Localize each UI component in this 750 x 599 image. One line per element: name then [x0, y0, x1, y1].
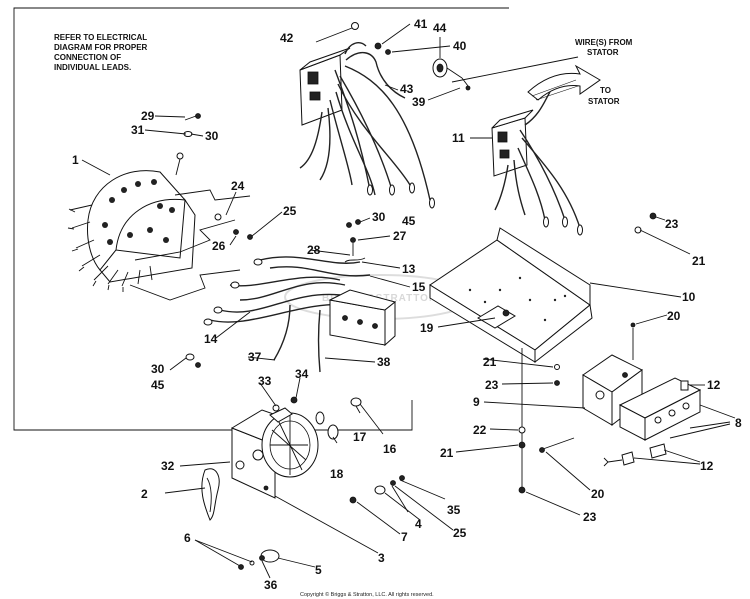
wires-from-stator-note: WIRE(S) FROM STATOR: [575, 38, 633, 57]
callout-12-a: 12: [707, 378, 721, 392]
callout-2: 2: [141, 487, 148, 501]
callout-10: 10: [682, 290, 696, 304]
washer-31-30: [175, 131, 193, 176]
hardware-24-28: [214, 213, 366, 263]
hardware-39-44: [351, 22, 471, 91]
callout-12-b: 12: [700, 459, 714, 473]
callout-21-a: 21: [692, 254, 706, 268]
callout-9: 9: [473, 395, 480, 409]
callout-25-a: 25: [283, 204, 297, 218]
callout-7: 7: [401, 530, 408, 544]
callout-37: 37: [248, 350, 262, 364]
callout-21-c: 21: [440, 446, 454, 460]
callout-40: 40: [453, 39, 467, 53]
wires-note-line-2: STATOR: [587, 48, 619, 57]
inset-frame: [13, 7, 509, 431]
callout-30-c: 30: [151, 362, 165, 376]
hardware-lower: [238, 396, 409, 570]
callout-8: 8: [735, 416, 742, 430]
wires-note-line-1: WIRE(S) FROM: [575, 38, 633, 47]
callout-16: 16: [383, 442, 397, 456]
callout-20-b: 20: [591, 487, 605, 501]
note-line-4: INDIVIDUAL LEADS.: [54, 63, 131, 72]
electrical-note: REFER TO ELECTRICAL DIAGRAM FOR PROPER C…: [54, 33, 148, 72]
to-stator-line-1: TO: [600, 86, 611, 95]
terminal-block-part: [328, 289, 397, 347]
callout-41: 41: [414, 17, 428, 31]
callout-4: 4: [415, 517, 422, 531]
callout-35: 35: [447, 503, 461, 517]
washers-30-45: [185, 353, 201, 368]
leader-lines: [81, 23, 736, 579]
callout-44: 44: [433, 21, 447, 35]
callout-39: 39: [412, 95, 426, 109]
callout-30-b: 30: [372, 210, 386, 224]
callout-42: 42: [280, 31, 294, 45]
mounting-plate-part: [429, 227, 593, 364]
fuse-holder-part: [603, 443, 667, 467]
callout-23-b: 23: [485, 378, 499, 392]
callout-3: 3: [378, 551, 385, 565]
callout-24: 24: [231, 179, 245, 193]
callout-31: 31: [131, 123, 145, 137]
callout-45-a: 45: [402, 214, 416, 228]
callout-28: 28: [307, 243, 321, 257]
callout-29: 29: [141, 109, 155, 123]
callout-17: 17: [353, 430, 367, 444]
callout-18: 18: [330, 467, 344, 481]
callout-27: 27: [393, 229, 407, 243]
callout-33: 33: [258, 374, 272, 388]
callout-45-b: 45: [151, 378, 165, 392]
hardware-right: [518, 212, 657, 494]
callout-26: 26: [212, 239, 226, 253]
to-stator-line-2: STATOR: [588, 97, 620, 106]
callout-30-a: 30: [205, 129, 219, 143]
note-line-1: REFER TO ELECTRICAL: [54, 33, 147, 42]
callout-15: 15: [412, 280, 426, 294]
receptacle-plate-part: [618, 377, 702, 441]
callout-34: 34: [295, 367, 309, 381]
note-line-2: DIAGRAM FOR PROPER: [54, 43, 148, 52]
callout-1: 1: [72, 153, 79, 167]
callout-21-b: 21: [483, 355, 497, 369]
callout-13: 13: [402, 262, 416, 276]
callout-5: 5: [315, 563, 322, 577]
callout-23-c: 23: [583, 510, 597, 524]
callout-11: 11: [452, 131, 465, 145]
screw-29: [184, 113, 201, 121]
control-housing-part: [230, 407, 319, 499]
callout-43: 43: [400, 82, 414, 96]
to-stator-note: TO STATOR: [588, 86, 620, 106]
voltage-regulator-upper: [299, 42, 435, 209]
callout-14: 14: [204, 332, 218, 346]
callout-23-a: 23: [665, 217, 679, 231]
callout-32: 32: [161, 459, 175, 473]
switch-part: [201, 468, 220, 521]
callout-36: 36: [264, 578, 278, 592]
callout-20-a: 20: [667, 309, 681, 323]
callout-19: 19: [420, 321, 434, 335]
callout-22: 22: [473, 423, 487, 437]
copyright-text: Copyright © Briggs & Stratton, LLC. All …: [300, 591, 434, 598]
callout-numbers: 1 2 3 4 5 6 7 8 9 10 11 12 12 13 14 15 1…: [72, 17, 742, 592]
note-line-3: CONNECTION OF: [54, 53, 121, 62]
voltage-regulator-right: [491, 91, 583, 236]
callout-6: 6: [184, 531, 191, 545]
callout-25-b: 25: [453, 526, 467, 540]
callout-38: 38: [377, 355, 391, 369]
arrow-icon: [527, 64, 601, 101]
bracket-part: [582, 354, 643, 427]
terminal-ring-part: [67, 170, 196, 292]
